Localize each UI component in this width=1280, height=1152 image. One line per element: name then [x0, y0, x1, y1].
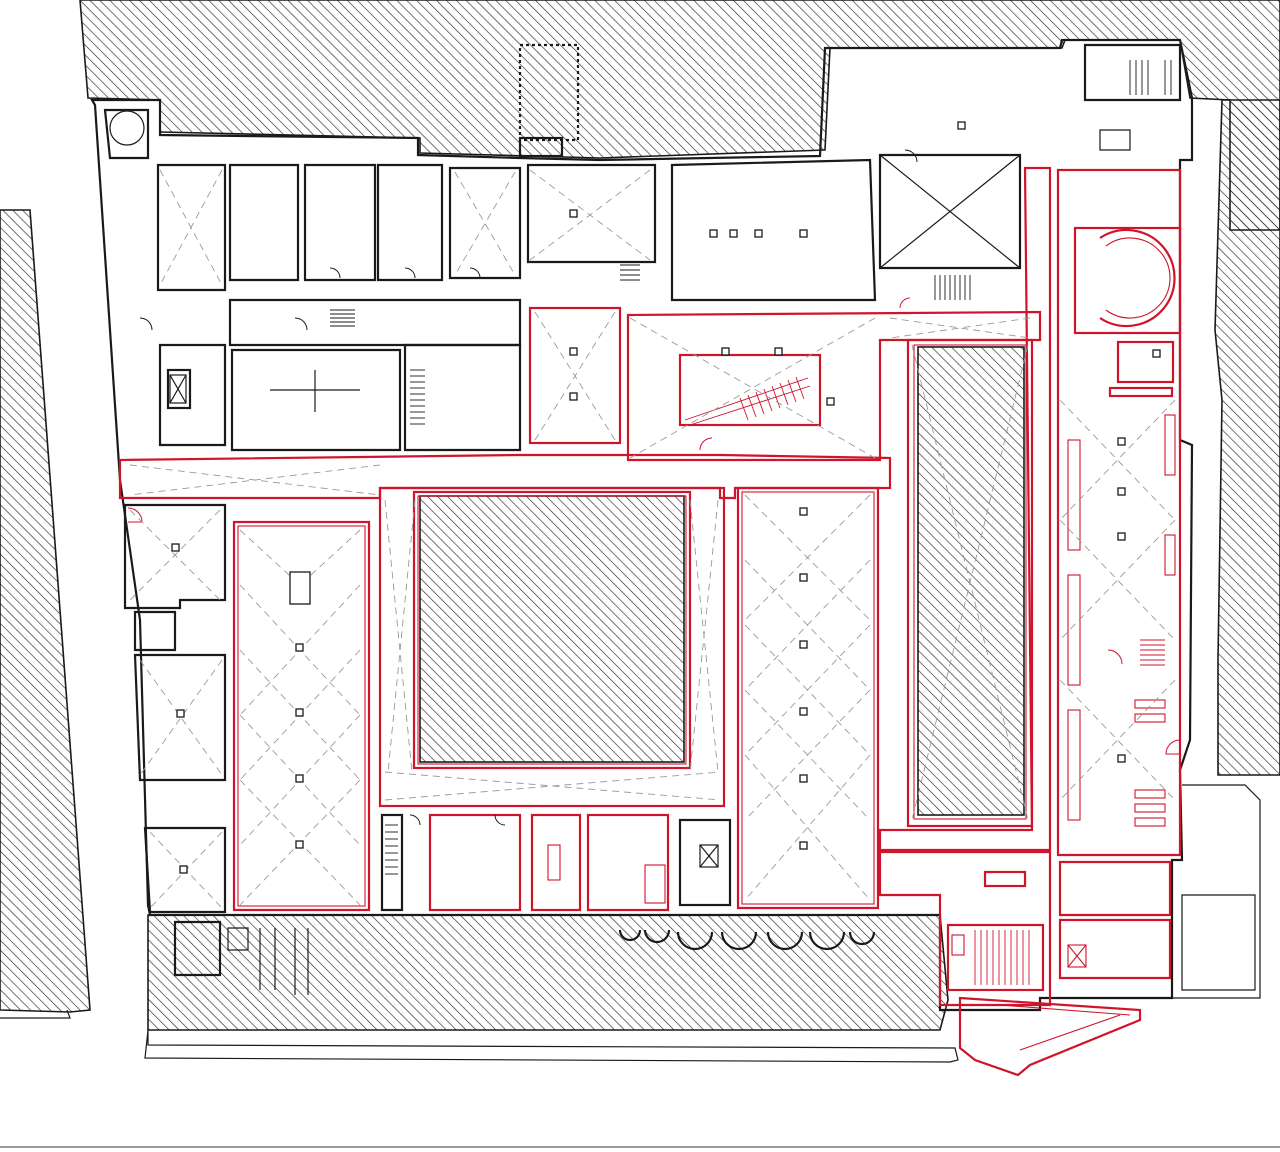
- long-courtyard: [917, 346, 1025, 816]
- stair-north-5: [1129, 60, 1172, 95]
- north-wing: [103, 43, 1182, 452]
- hatched-surroundings: [0, 0, 1280, 1031]
- stair-red-east: [1140, 639, 1165, 666]
- south-service-rooms: [380, 813, 732, 912]
- highlighted-stairs: [684, 376, 1165, 985]
- stair-red-entrance: [974, 930, 1030, 985]
- north-stairs: [330, 60, 1172, 425]
- stair-north-4: [620, 264, 640, 281]
- west-wing: [123, 503, 309, 995]
- pillars: [171, 121, 1161, 874]
- stair-red-diagonal: [684, 376, 811, 426]
- elevators: [169, 374, 1087, 968]
- courtyards: [419, 346, 1025, 816]
- stair-north-1: [330, 309, 355, 327]
- stair-north-2: [410, 369, 425, 425]
- bottom-rule: [0, 1146, 1280, 1148]
- south-arcade: [618, 929, 876, 951]
- outer-walls: [0, 38, 1261, 1063]
- south-stairs: [385, 824, 398, 875]
- stair-north-3: [934, 275, 971, 300]
- highlighted-zone: [118, 166, 1182, 1077]
- doors: [139, 149, 918, 826]
- main-courtyard: [419, 495, 685, 763]
